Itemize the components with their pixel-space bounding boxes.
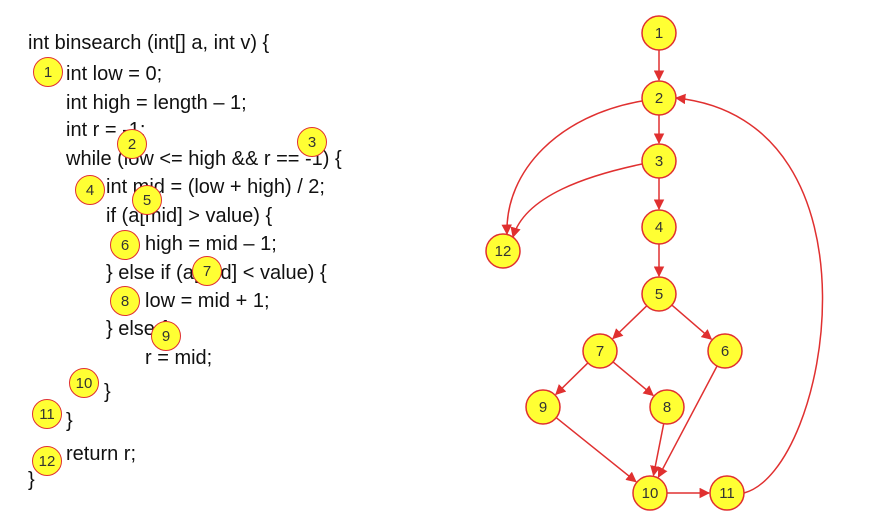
cfg-node-6: 6 <box>707 333 743 369</box>
cfg-node-label: 9 <box>539 399 547 416</box>
cfg-node-1: 1 <box>641 15 677 51</box>
code-line: } <box>66 410 73 432</box>
code-line: int high = length – 1; <box>66 92 247 114</box>
cfg-node-label: 1 <box>655 25 663 42</box>
cfg-node-circle <box>709 475 745 511</box>
code-line: low = mid + 1; <box>145 290 270 312</box>
cfg-edges <box>501 50 824 499</box>
code-line: return r; <box>66 443 137 465</box>
cfg-node-circle <box>641 209 677 245</box>
code-marker: 12 <box>32 446 62 476</box>
cfg-node-7: 7 <box>582 333 618 369</box>
cfg-node-label: 4 <box>655 219 663 236</box>
cfg-node-circle <box>641 80 677 116</box>
cfg-node-8: 8 <box>649 389 685 425</box>
cfg-node-circle <box>641 15 677 51</box>
cfg-node-circle <box>649 389 685 425</box>
cfg-node-12: 12 <box>485 233 521 269</box>
code-line: high = mid – 1; <box>145 233 277 255</box>
cfg-node-circle <box>641 276 677 312</box>
cfg-edge-2-12 <box>501 100 643 236</box>
code-line: int low = 0; <box>66 63 163 85</box>
cfg-node-11: 11 <box>709 475 745 511</box>
code-marker: 10 <box>69 368 99 398</box>
cfg-node-label: 3 <box>655 153 663 170</box>
code-marker: 7 <box>192 256 222 286</box>
cfg-node-circle <box>707 333 743 369</box>
cfg-node-2: 2 <box>641 80 677 116</box>
code-line: } <box>28 469 35 491</box>
code-line: int binsearch (int[] a, int v) { <box>28 32 270 54</box>
code-marker: 11 <box>32 399 62 429</box>
code-marker: 9 <box>151 321 181 351</box>
cfg-node-9: 9 <box>525 389 561 425</box>
cfg-edge-7-8 <box>612 361 654 397</box>
cfg-node-label: 12 <box>495 243 512 260</box>
cfg-node-10: 10 <box>632 475 668 511</box>
cfg-edge-6-10 <box>657 365 718 479</box>
cfg-node-3: 3 <box>641 143 677 179</box>
code-line: } <box>104 381 111 403</box>
cfg-node-circle <box>485 233 521 269</box>
code-marker: 2 <box>117 129 147 159</box>
cfg-node-circle <box>641 143 677 179</box>
cfg-edge-3-12 <box>510 163 643 239</box>
cfg-node-label: 10 <box>642 485 659 502</box>
cfg-node-label: 11 <box>719 485 735 502</box>
cfg-edge-7-9 <box>555 362 589 396</box>
cfg-edge-5-6 <box>671 304 713 340</box>
cfg-node-label: 7 <box>596 343 604 360</box>
code-marker: 3 <box>297 127 327 157</box>
cfg-node-label: 6 <box>721 343 729 360</box>
cfg-node-5: 5 <box>641 276 677 312</box>
code-marker: 5 <box>132 185 162 215</box>
cfg-edge-5-7 <box>612 305 648 340</box>
cfg-edge-11-2 <box>674 93 824 494</box>
code-marker: 8 <box>110 286 140 316</box>
cfg-node-circle <box>525 389 561 425</box>
code-marker: 6 <box>110 230 140 260</box>
cfg-edge-8-10 <box>650 423 665 477</box>
cfg-node-4: 4 <box>641 209 677 245</box>
cfg-node-label: 2 <box>655 90 663 107</box>
cfg-node-circle <box>632 475 668 511</box>
code-marker: 4 <box>75 175 105 205</box>
code-marker: 1 <box>33 57 63 87</box>
code-line: r = mid; <box>145 347 213 369</box>
cfg-node-circle <box>582 333 618 369</box>
cfg-edge-9-10 <box>555 417 637 483</box>
cfg-node-label: 8 <box>663 399 671 416</box>
cfg-node-label: 5 <box>655 286 663 303</box>
